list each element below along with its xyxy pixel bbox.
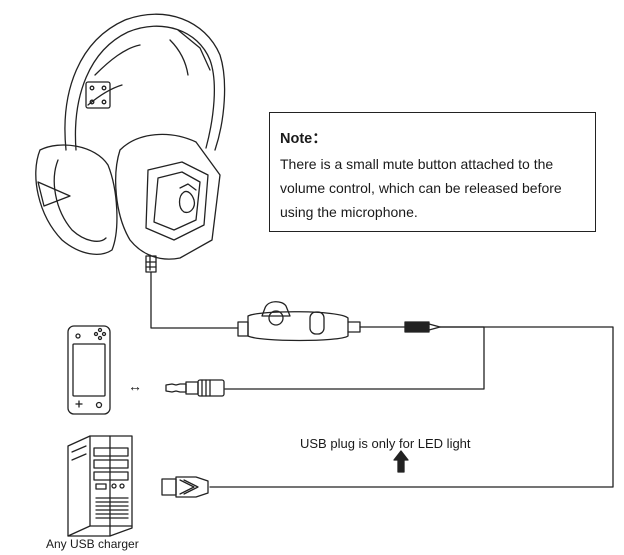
usb-plug-icon: [161, 476, 209, 498]
bidirectional-arrow: ↔: [128, 378, 142, 394]
audio-jack-icon: [165, 379, 225, 397]
gaming-headset-icon: [35, 13, 226, 273]
usb-plug-note: USB plug is only for LED light: [300, 436, 471, 451]
headset-cable: [150, 271, 239, 329]
note-text: There is a small mute button attached to…: [280, 156, 562, 220]
handheld-console-icon: [67, 325, 111, 415]
usb-charger-label: Any USB charger: [46, 537, 139, 551]
note-box: Note： There is a small mute button attac…: [269, 112, 596, 232]
audio-branch-wire: [224, 326, 485, 390]
volume-control-icon: [237, 301, 361, 342]
note-title: Note：: [280, 131, 327, 147]
usb-charger-tower-icon: [67, 435, 133, 537]
usb-branch-wire: [209, 326, 614, 488]
splitter-connector-icon: [404, 321, 441, 333]
up-arrow-icon: [393, 450, 409, 473]
